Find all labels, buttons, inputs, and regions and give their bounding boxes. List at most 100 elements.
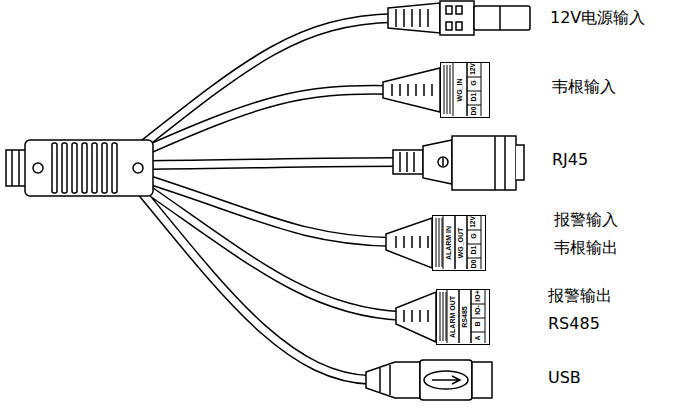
dc-jack: [388, 3, 440, 33]
aviation-plug: [6, 140, 153, 196]
usb-plug: [379, 368, 381, 392]
port-label: USB: [548, 368, 581, 387]
dc-jack: [395, 9, 397, 27]
aviation-plug: [6, 150, 26, 186]
cell-line: [442, 218, 443, 267]
cell-line: [467, 77, 481, 78]
aviation-plug: [52, 143, 57, 193]
pin-label: 12V: [469, 216, 476, 228]
rj45-jack: [413, 152, 415, 172]
cell-line: [481, 63, 482, 116]
connector-boot: [419, 236, 421, 248]
cell-line: [453, 63, 454, 116]
port-label: 报警输入: [554, 210, 618, 229]
dc-jack: [427, 9, 429, 27]
connector-boot: [407, 84, 409, 96]
cable: [140, 18, 402, 380]
pin-label: D0: [469, 259, 476, 268]
cell-line: [467, 105, 481, 106]
port-label: 韦根输出: [554, 238, 618, 257]
usb-plug: [420, 360, 472, 400]
cell-line: [471, 304, 485, 305]
dc-jack: [419, 9, 421, 27]
cell-line: [467, 230, 481, 231]
cell-line: [444, 65, 445, 114]
cell-line: [467, 216, 468, 269]
dc-jack: [456, 6, 462, 14]
dc-jack: [403, 9, 405, 27]
connector-boot: [386, 218, 432, 268]
cell-line: [455, 216, 456, 269]
connector-boot: [383, 68, 440, 112]
pin-label: ALARM IN: [444, 225, 451, 259]
dc-jack: [474, 6, 530, 30]
cell-line: [467, 63, 468, 116]
cell-line: [467, 244, 481, 245]
cell-line: [439, 218, 440, 267]
port-label: RS485: [548, 314, 600, 333]
aviation-plug: [33, 163, 43, 173]
rj45-jack: [399, 152, 401, 172]
cell-line: [455, 216, 456, 269]
rj45-jack: [393, 136, 524, 190]
cell-line: [471, 290, 472, 343]
cable: [140, 184, 402, 316]
cable: [140, 18, 402, 380]
rj45-jack: [442, 158, 444, 166]
pin-label: G: [469, 80, 476, 85]
cell-line: [471, 332, 485, 333]
cell-line: [443, 216, 444, 269]
dc-jack: [499, 6, 501, 30]
terminal-block: ALARM INWG_OUTD0D1G12V: [432, 215, 486, 271]
connector-boot: [431, 84, 433, 96]
connector-boot: [411, 310, 413, 322]
connector-boot: [395, 236, 397, 248]
rj45-jack: [406, 152, 408, 172]
cell-line: [459, 290, 460, 343]
usb-plug: [432, 376, 460, 384]
connector-boot: [411, 236, 413, 248]
aviation-plug: [11, 150, 13, 186]
usb-plug: [366, 362, 420, 398]
dc-jack: [388, 1, 530, 35]
pin-label: A: [473, 335, 480, 340]
rj45-jack: [494, 136, 496, 190]
usb-plug: [389, 365, 391, 395]
connector-boot: [391, 84, 393, 96]
usb-plug: [424, 371, 468, 389]
aviation-plug: [102, 143, 107, 193]
connector-boot: [427, 310, 429, 322]
cell-line: [467, 63, 468, 116]
pin-label: WG_IN: [455, 78, 462, 101]
dc-jack: [456, 22, 462, 30]
connector-boot: [399, 84, 401, 96]
dc-jack: [446, 22, 452, 30]
rj45-jack: [452, 136, 516, 190]
cell-line: [436, 218, 437, 267]
pin-label: ALARM OUT: [448, 296, 455, 338]
cable: [140, 90, 390, 153]
cell-line: [450, 65, 451, 114]
aviation-plug: [25, 140, 153, 196]
cable: [140, 162, 398, 165]
aviation-plug: [18, 150, 20, 186]
usb-plug: [472, 362, 492, 398]
rj45-jack: [516, 145, 524, 180]
cable: [140, 184, 402, 316]
aviation-plug: [92, 143, 97, 193]
connector-boot: [403, 310, 405, 322]
terminal-cells: [441, 63, 488, 116]
port-label: 报警输出: [548, 286, 612, 305]
pin-label: WG_OUT: [456, 227, 463, 258]
cell-line: [467, 258, 481, 259]
cable: [140, 18, 402, 380]
pin-label: D1: [469, 92, 476, 101]
rj45-jack: [438, 157, 448, 167]
aviation-plug: [112, 143, 117, 193]
cell-line: [446, 292, 447, 341]
rj45-jack: [423, 140, 452, 184]
pin-label: G: [469, 233, 476, 238]
port-label: 韦根输入: [552, 77, 616, 96]
cell-line: [467, 91, 481, 92]
